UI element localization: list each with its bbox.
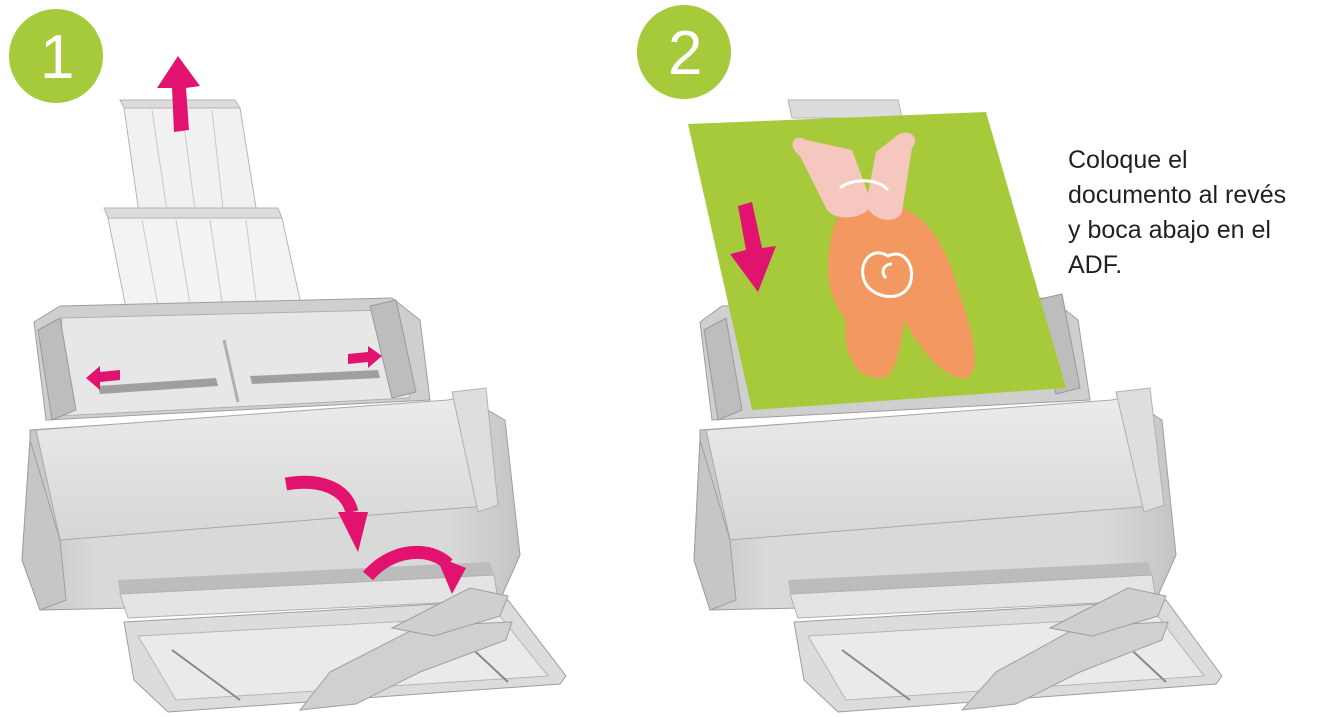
caption-line-4: ADF.	[1068, 248, 1336, 283]
step-1-panel: 1	[9, 9, 566, 712]
step-1-badge: 1	[9, 9, 103, 103]
step-2-panel: 2	[637, 5, 1222, 712]
step-2-number: 2	[668, 19, 702, 88]
scanner-illustration-icon	[22, 298, 566, 712]
paper-chute-extension-icon	[104, 100, 304, 318]
step-1-number: 1	[40, 23, 74, 92]
instruction-caption: Coloque el documento al revés y boca aba…	[1068, 143, 1336, 283]
caption-line-2: documento al revés	[1068, 178, 1336, 213]
step-2-badge: 2	[637, 5, 731, 99]
caption-line-1: Coloque el	[1068, 143, 1336, 178]
caption-line-3: y boca abajo en el	[1068, 213, 1336, 248]
